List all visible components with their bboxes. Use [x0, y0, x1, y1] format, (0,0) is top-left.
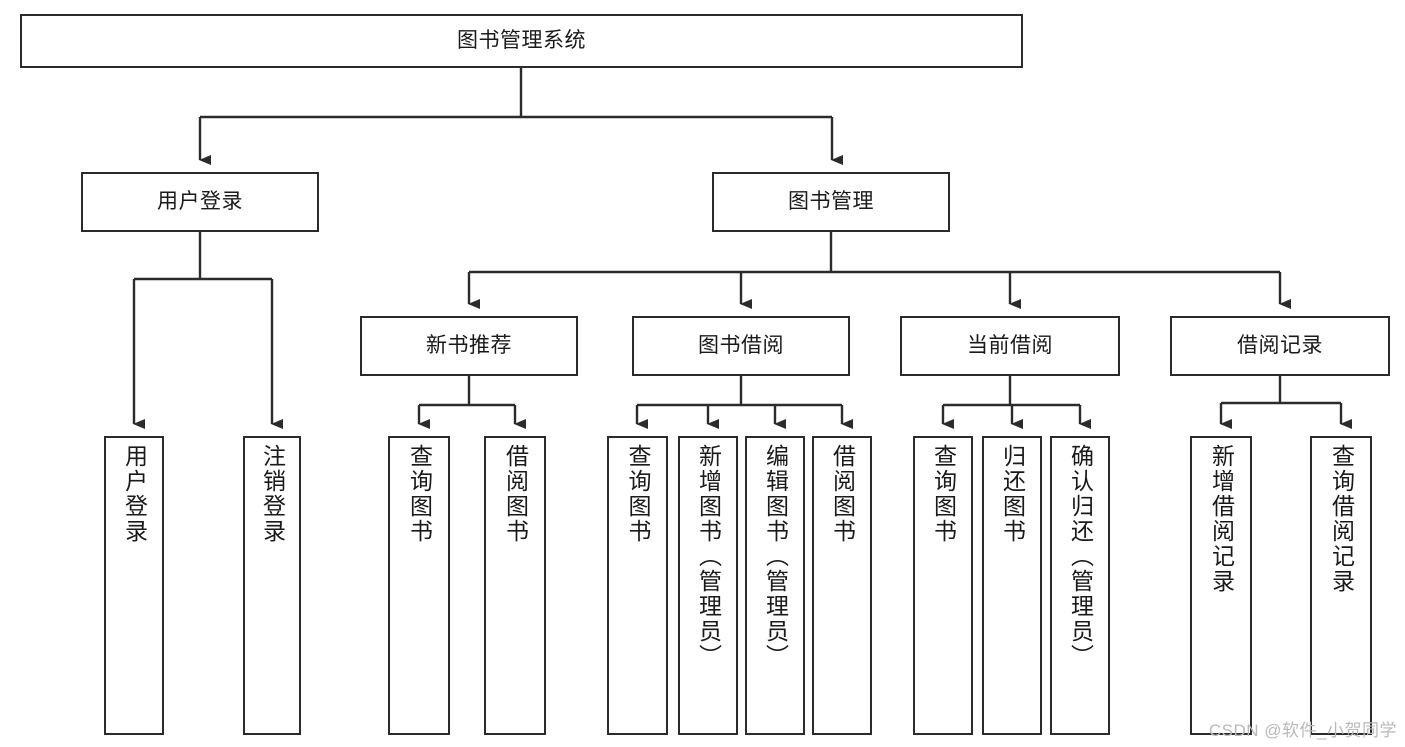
node-user-login-label: 用户登录: [157, 189, 243, 213]
node-leaf-borrow-book-a-label: 借阅图书: [502, 444, 529, 544]
node-leaf-query-record[interactable]: 查询借阅记录: [1310, 436, 1372, 735]
node-leaf-query-book-a-label: 查询图书: [406, 444, 433, 544]
node-current-borrow-label: 当前借阅: [967, 333, 1053, 357]
node-leaf-confirm-return-label: 确认归还（管理员）: [1067, 444, 1094, 669]
node-leaf-borrow-book-b[interactable]: 借阅图书: [812, 436, 872, 735]
node-borrow-record[interactable]: 借阅记录: [1170, 316, 1390, 376]
node-leaf-add-record-label: 新增借阅记录: [1208, 444, 1235, 594]
node-leaf-borrow-book-b-label: 借阅图书: [829, 444, 856, 544]
node-leaf-query-book-a[interactable]: 查询图书: [388, 436, 450, 735]
node-leaf-return-book[interactable]: 归还图书: [982, 436, 1042, 735]
node-leaf-add-record[interactable]: 新增借阅记录: [1190, 436, 1252, 735]
node-root[interactable]: 图书管理系统: [20, 14, 1023, 68]
node-leaf-return-book-label: 归还图书: [999, 444, 1026, 544]
node-leaf-user-login[interactable]: 用户登录: [104, 436, 164, 735]
node-root-label: 图书管理系统: [457, 28, 586, 52]
node-leaf-query-book-c-label: 查询图书: [930, 444, 957, 544]
node-leaf-user-logout[interactable]: 注销登录: [243, 436, 301, 735]
node-leaf-query-book-c[interactable]: 查询图书: [913, 436, 973, 735]
node-book-borrow[interactable]: 图书借阅: [632, 316, 850, 376]
node-book-borrow-label: 图书借阅: [698, 333, 784, 357]
node-leaf-query-record-label: 查询借阅记录: [1328, 444, 1355, 594]
node-leaf-query-book-b[interactable]: 查询图书: [607, 436, 668, 735]
node-leaf-user-login-label: 用户登录: [121, 444, 148, 544]
node-borrow-record-label: 借阅记录: [1237, 333, 1323, 357]
node-leaf-confirm-return[interactable]: 确认归还（管理员）: [1050, 436, 1110, 735]
node-leaf-user-logout-label: 注销登录: [259, 444, 286, 544]
node-leaf-add-book-label: 新增图书（管理员）: [695, 444, 722, 669]
node-book-manage[interactable]: 图书管理: [712, 172, 950, 232]
csdn-watermark: CSDN @软件_小贺同学: [1208, 721, 1397, 740]
node-new-book-recommend-label: 新书推荐: [426, 333, 512, 357]
node-current-borrow[interactable]: 当前借阅: [900, 316, 1120, 376]
node-new-book-recommend[interactable]: 新书推荐: [360, 316, 578, 376]
node-leaf-add-book[interactable]: 新增图书（管理员）: [678, 436, 738, 735]
node-leaf-borrow-book-a[interactable]: 借阅图书: [484, 436, 546, 735]
node-leaf-query-book-b-label: 查询图书: [625, 444, 651, 544]
node-leaf-edit-book[interactable]: 编辑图书（管理员）: [745, 436, 805, 735]
node-user-login[interactable]: 用户登录: [81, 172, 319, 232]
node-leaf-edit-book-label: 编辑图书（管理员）: [762, 444, 789, 669]
node-book-manage-label: 图书管理: [788, 189, 874, 213]
